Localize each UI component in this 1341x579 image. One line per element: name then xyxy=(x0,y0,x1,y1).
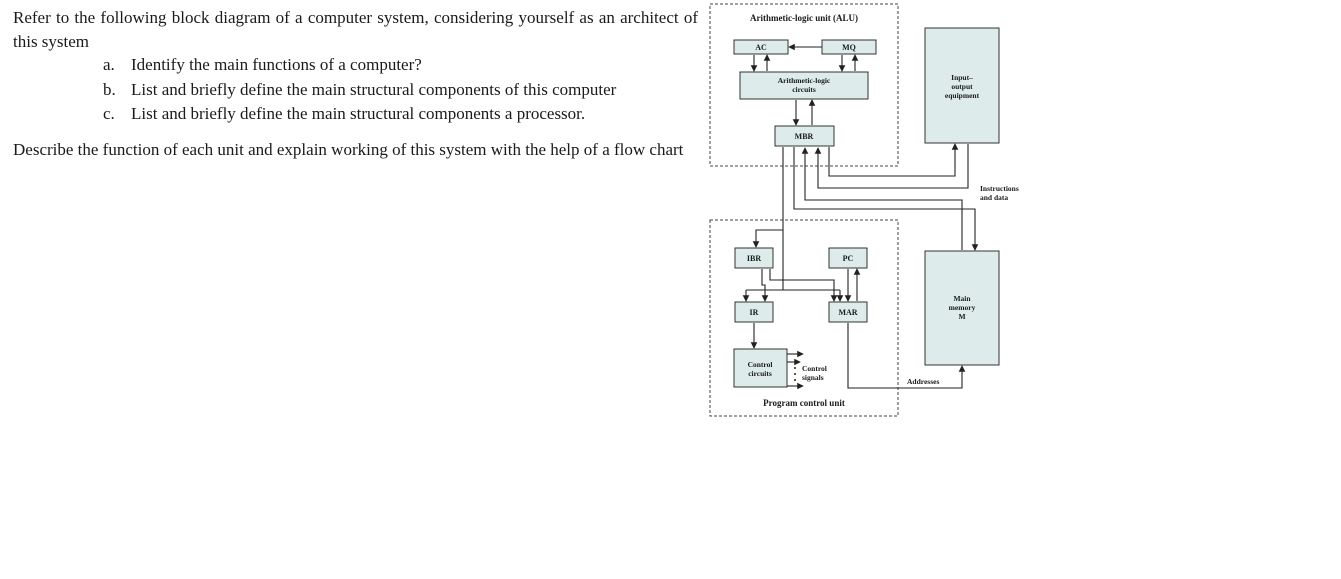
list-item: b. List and briefly define the main stru… xyxy=(103,78,698,103)
mar-register xyxy=(828,301,868,323)
io-label-3: equipment xyxy=(945,91,980,100)
main-memory xyxy=(924,250,1000,366)
io-equipment xyxy=(924,27,1000,144)
alu-circuits-label-1: Arithmetic-logic xyxy=(778,76,831,85)
control-circuits-label-1: Control xyxy=(748,360,773,369)
ibr-register xyxy=(734,247,774,269)
addresses-label: Addresses xyxy=(907,377,939,386)
list-item-text: Identify the main functions of a compute… xyxy=(131,55,422,74)
question-text: Refer to the following block diagram of … xyxy=(13,6,698,160)
mbr-to-io-wire xyxy=(828,143,959,177)
control-signals-label-2: signals xyxy=(802,373,824,382)
pcu-title: Program control unit xyxy=(763,398,845,408)
mbr-label: MBR xyxy=(795,132,814,141)
signal-dot xyxy=(794,379,796,381)
list-marker: a. xyxy=(103,55,115,74)
question-list: a. Identify the main functions of a comp… xyxy=(13,53,698,127)
signal-dot xyxy=(794,367,796,369)
alu-title: Arithmetic-logic unit (ALU) xyxy=(750,13,858,23)
main-memory-label-3: M xyxy=(958,312,965,321)
mar-label: MAR xyxy=(838,308,857,317)
ac-register xyxy=(733,39,789,55)
main-memory-label-2: memory xyxy=(949,303,976,312)
io-label-2: output xyxy=(951,82,973,91)
list-item: a. Identify the main functions of a comp… xyxy=(103,53,698,78)
question-intro: Refer to the following block diagram of … xyxy=(13,8,698,51)
io-to-mbr-wire xyxy=(814,144,969,189)
control-signals-label-1: Control xyxy=(802,364,827,373)
ibr-label: IBR xyxy=(747,254,761,263)
control-circuits-label-2: circuits xyxy=(748,369,772,378)
main-memory-label-1: Main xyxy=(953,294,971,303)
ir-label: IR xyxy=(750,308,759,317)
control-circuits xyxy=(733,348,788,388)
alu-circuits-label-2: circuits xyxy=(792,85,816,94)
list-item-text: List and briefly define the main structu… xyxy=(131,79,617,99)
list-marker: c. xyxy=(103,104,115,123)
io-label-1: Input– xyxy=(951,73,973,82)
pc-register xyxy=(828,247,868,269)
instructions-data-label-1: Instructions xyxy=(980,184,1019,193)
mq-label: MQ xyxy=(842,43,856,52)
list-item: c. List and briefly define the main stru… xyxy=(103,102,698,127)
ac-label: AC xyxy=(755,43,767,52)
ibr-to-mar-wire xyxy=(769,269,838,302)
ibr-to-ir-wire xyxy=(761,269,769,302)
mbr-register xyxy=(774,125,835,147)
program-control-region xyxy=(709,219,899,417)
mar-to-memory-wire xyxy=(847,323,966,389)
ir-register xyxy=(734,301,774,323)
signal-dot xyxy=(794,373,796,375)
list-marker: b. xyxy=(103,79,116,99)
list-item-text: List and briefly define the main structu… xyxy=(131,104,586,123)
instructions-data-label-2: and data xyxy=(980,193,1008,202)
memory-to-mbr-wire xyxy=(801,147,963,250)
pc-label: PC xyxy=(843,254,854,263)
question-describe: Describe the function of each unit and e… xyxy=(13,139,684,159)
computer-block-diagram: Arithmetic-logic unit (ALU) AC MQ Arithm… xyxy=(709,3,1019,417)
alu-circuits xyxy=(739,71,869,100)
mbr-to-ibr-wire xyxy=(752,147,784,248)
mbr-to-memory-wire xyxy=(793,147,979,251)
